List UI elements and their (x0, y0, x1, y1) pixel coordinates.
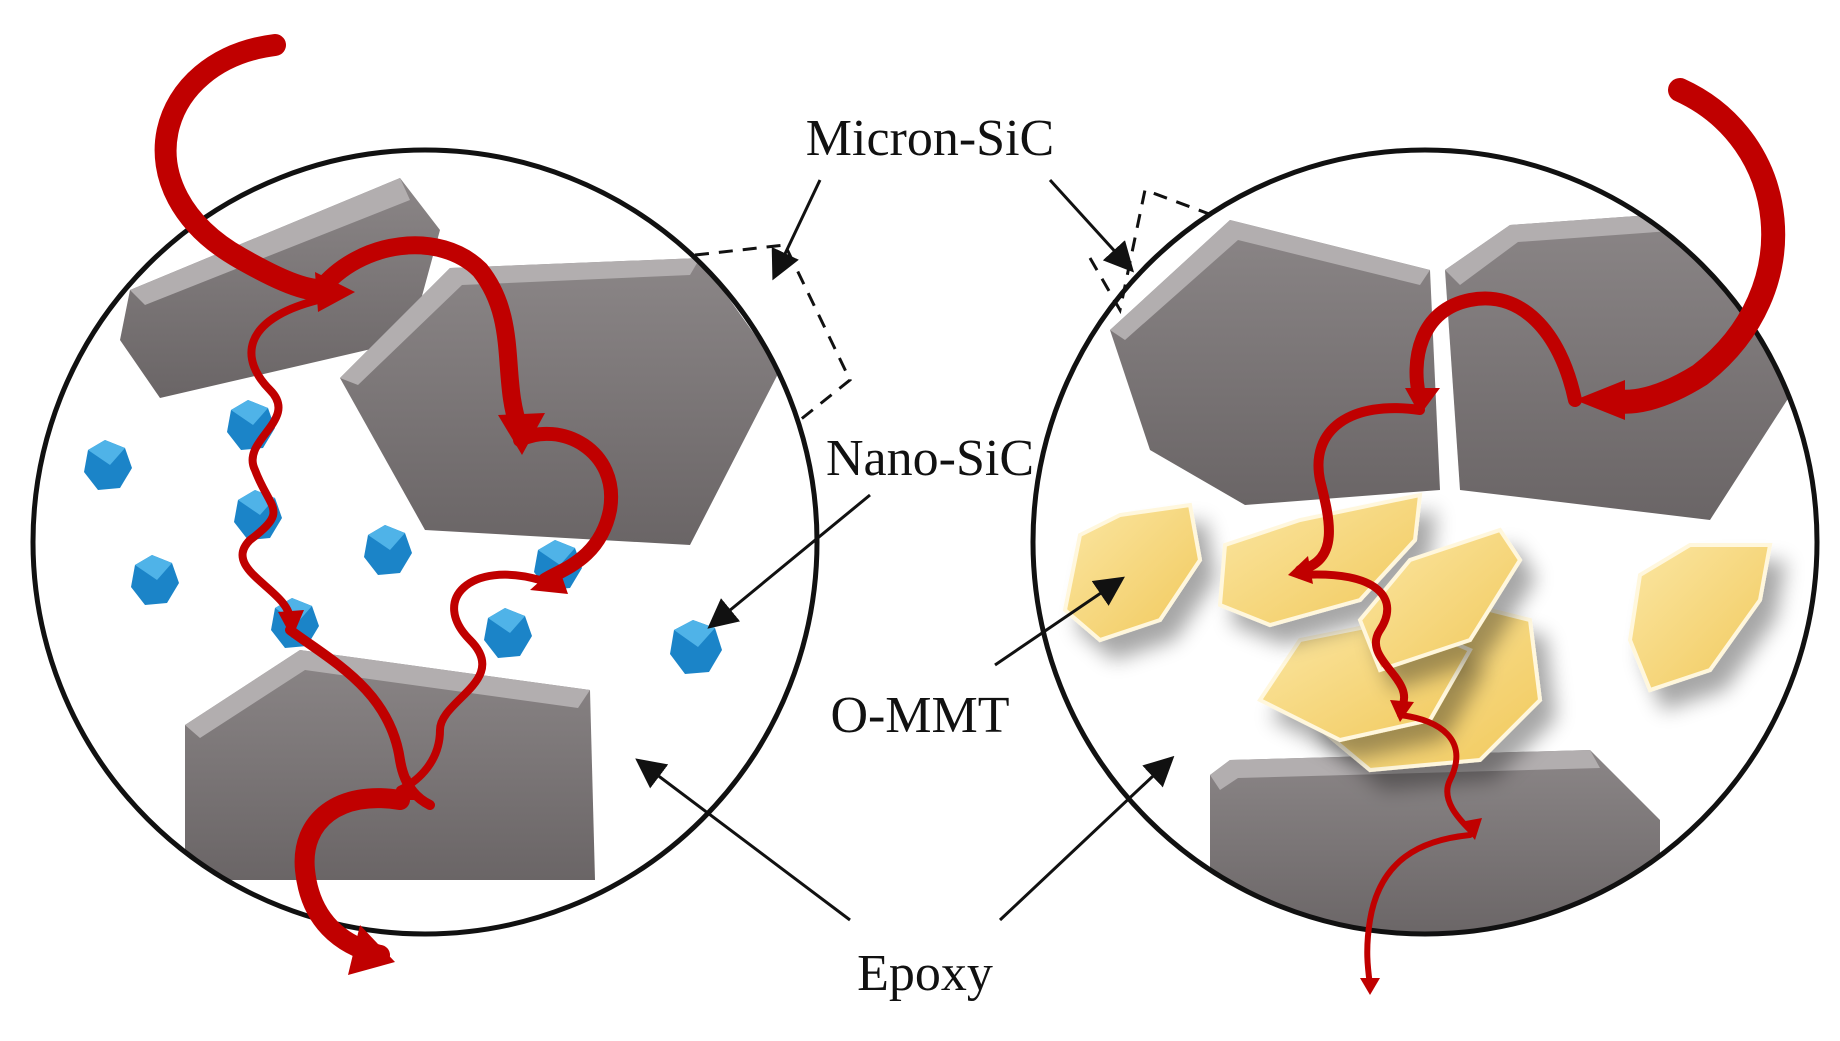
micron-sic-pointer-right (1048, 178, 1135, 273)
epoxy-pointer-left (635, 758, 851, 922)
micron-sic-bracket-left (694, 243, 852, 422)
micron-sic-particle (1110, 220, 1440, 505)
o-mmt-label: O-MMT (830, 687, 1009, 744)
nano-sic-pointer (707, 493, 871, 629)
nano-sic-particle (484, 608, 532, 658)
micron-sic-particle (340, 258, 780, 545)
o-mmt-particle (1627, 543, 1773, 693)
left-composite-circle (30, 147, 820, 937)
nano-sic-particle (131, 555, 179, 605)
label-pointers (635, 178, 1175, 922)
nano-sic-particle (84, 440, 132, 490)
micron-sic-particle (185, 650, 595, 880)
micron-sic-pointer-left (771, 179, 822, 281)
o-mmt-particle (1357, 527, 1523, 673)
nano-sic-particle (364, 525, 412, 575)
micron-sic-label: Micron-SiC (806, 110, 1054, 167)
heat-flow-arrows-right (1288, 78, 1786, 995)
epoxy-pointer-right (998, 755, 1175, 922)
o-mmt-pointer (994, 576, 1125, 667)
heat-flow-arrows-left (154, 34, 619, 975)
nano-sic-label: Nano-SiC (826, 430, 1034, 487)
epoxy-label: Epoxy (857, 945, 993, 1002)
nano-sic-particle (670, 620, 722, 674)
micron-sic-particle (1445, 210, 1800, 520)
right-composite-circle (1030, 147, 1820, 937)
